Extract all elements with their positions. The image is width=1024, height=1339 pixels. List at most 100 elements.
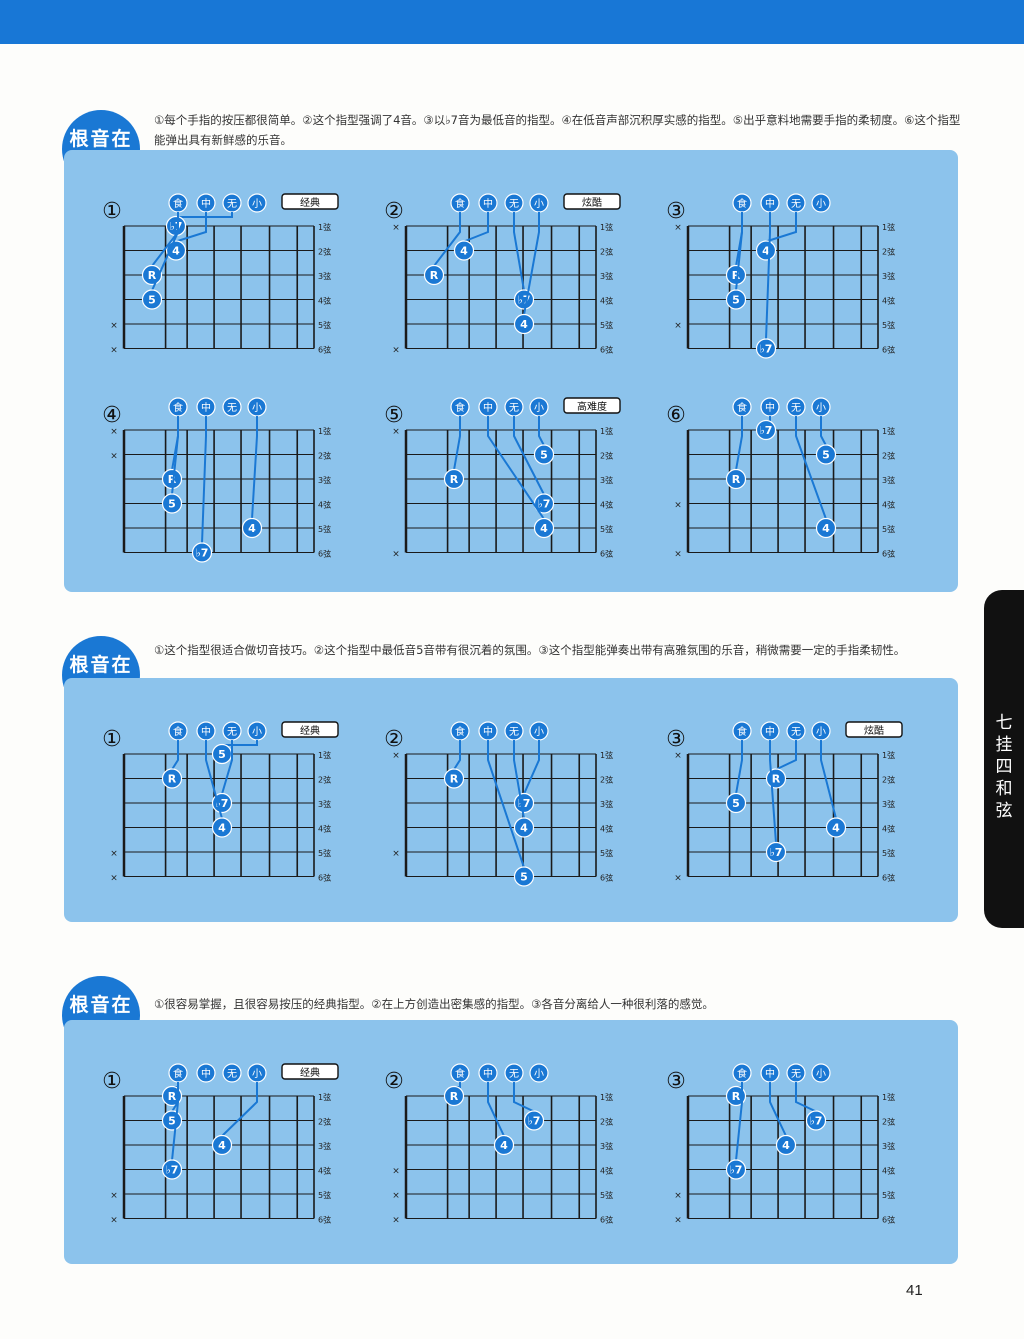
section-description: ①很容易掌握，且很容易按压的经典指型。②在上方创造出密集感的指型。③各音分离给人… bbox=[154, 997, 714, 1011]
note-label: 5 bbox=[822, 449, 830, 462]
note-marker bbox=[725, 468, 747, 490]
finger-line bbox=[171, 1082, 179, 1161]
note-label: 5 bbox=[520, 871, 528, 884]
string-label: 4弦 bbox=[600, 824, 613, 834]
finger-line bbox=[769, 1082, 787, 1137]
finger-label: 无 bbox=[509, 199, 519, 210]
finger-label: 中 bbox=[765, 725, 775, 738]
string-label: 3弦 bbox=[882, 271, 895, 281]
finger-line bbox=[251, 416, 258, 520]
chord-tag: 炫酷 bbox=[864, 724, 884, 737]
note-marker bbox=[161, 1159, 183, 1180]
note-marker bbox=[513, 313, 535, 335]
string-label: 2弦 bbox=[318, 247, 331, 257]
note-label: 5 bbox=[732, 797, 740, 810]
note-label: R bbox=[168, 473, 177, 486]
string-label: 2弦 bbox=[600, 451, 613, 461]
note-label: 5 bbox=[218, 748, 226, 761]
finger-label: 中 bbox=[765, 401, 775, 414]
finger-label: 中 bbox=[201, 725, 211, 738]
string-label: 6弦 bbox=[318, 873, 331, 883]
finger-label: 小 bbox=[252, 402, 262, 414]
finger-label: 无 bbox=[791, 403, 801, 414]
string-label: 3弦 bbox=[600, 1141, 613, 1151]
string-label: 3弦 bbox=[318, 799, 331, 809]
note-marker bbox=[755, 419, 777, 441]
string-label: 2弦 bbox=[600, 775, 613, 785]
note-marker bbox=[513, 866, 535, 887]
string-label: 1弦 bbox=[318, 426, 331, 436]
mute-mark: × bbox=[392, 427, 400, 437]
note-marker bbox=[211, 817, 233, 838]
string-label: 3弦 bbox=[882, 475, 895, 485]
finger-label: 无 bbox=[227, 727, 237, 738]
note-label: 5 bbox=[148, 294, 156, 307]
note-label: ♭7 bbox=[770, 846, 783, 859]
finger-label: 中 bbox=[483, 1067, 493, 1080]
string-label: 6弦 bbox=[600, 549, 613, 559]
note-marker bbox=[211, 1134, 233, 1156]
note-label: 4 bbox=[218, 1139, 226, 1152]
string-label: 4弦 bbox=[318, 824, 331, 834]
string-label: 2弦 bbox=[318, 451, 331, 461]
finger-label: 小 bbox=[534, 1068, 544, 1080]
section-description: ①这个指型很适合做切音技巧。②这个指型中最低音5音带有很沉着的氛围。③这个指型能… bbox=[154, 643, 906, 657]
string-label: 3弦 bbox=[318, 271, 331, 281]
note-label: R bbox=[430, 269, 439, 282]
finger-label: 小 bbox=[816, 198, 826, 210]
string-label: 4弦 bbox=[318, 500, 331, 510]
note-marker bbox=[443, 1085, 465, 1107]
finger-line bbox=[222, 740, 258, 746]
note-marker bbox=[755, 338, 777, 359]
finger-line bbox=[795, 1082, 817, 1113]
finger-line bbox=[176, 212, 233, 218]
diagram-number: ③ bbox=[666, 199, 686, 224]
finger-label: 食 bbox=[737, 1067, 747, 1080]
finger-label: 小 bbox=[534, 402, 544, 414]
note-label: R bbox=[450, 773, 459, 786]
string-label: 6弦 bbox=[600, 1215, 613, 1225]
finger-label: 中 bbox=[765, 197, 775, 210]
finger-label: 中 bbox=[483, 401, 493, 414]
finger-label: 无 bbox=[509, 1069, 519, 1080]
note-marker bbox=[241, 517, 263, 539]
chord-tag-box bbox=[563, 397, 621, 414]
note-label: R bbox=[732, 473, 741, 486]
finger-label: 中 bbox=[201, 401, 211, 414]
string-label: 3弦 bbox=[600, 799, 613, 809]
chord-tag: 经典 bbox=[300, 724, 320, 737]
finger-line bbox=[735, 416, 743, 471]
finger-marker bbox=[529, 1063, 549, 1083]
string-label: 6弦 bbox=[318, 1215, 331, 1225]
string-label: 6弦 bbox=[318, 549, 331, 559]
note-label: R bbox=[450, 1090, 459, 1103]
note-label: 4 bbox=[248, 522, 256, 535]
string-label: 5弦 bbox=[882, 524, 895, 534]
note-marker bbox=[443, 768, 465, 789]
note-label: ♭7 bbox=[166, 1164, 179, 1177]
diagram-number: ⑥ bbox=[666, 403, 686, 428]
string-label: 3弦 bbox=[318, 1141, 331, 1151]
note-label: 5 bbox=[732, 294, 740, 307]
finger-label: 无 bbox=[509, 727, 519, 738]
finger-label: 中 bbox=[201, 197, 211, 210]
string-label: 5弦 bbox=[600, 1190, 613, 1200]
finger-line bbox=[221, 1082, 258, 1137]
finger-label: 食 bbox=[173, 725, 183, 738]
mute-mark: × bbox=[110, 1191, 118, 1201]
note-label: ♭7 bbox=[760, 424, 773, 437]
diagram-number: ① bbox=[102, 199, 122, 224]
finger-marker bbox=[811, 1063, 831, 1083]
string-label: 1弦 bbox=[600, 750, 613, 760]
string-label: 5弦 bbox=[318, 524, 331, 534]
string-label: 5弦 bbox=[318, 1190, 331, 1200]
string-label: 4弦 bbox=[600, 500, 613, 510]
finger-line bbox=[463, 212, 489, 243]
note-label: 4 bbox=[520, 822, 528, 835]
mute-mark: × bbox=[674, 874, 682, 884]
note-label: 4 bbox=[540, 522, 548, 535]
